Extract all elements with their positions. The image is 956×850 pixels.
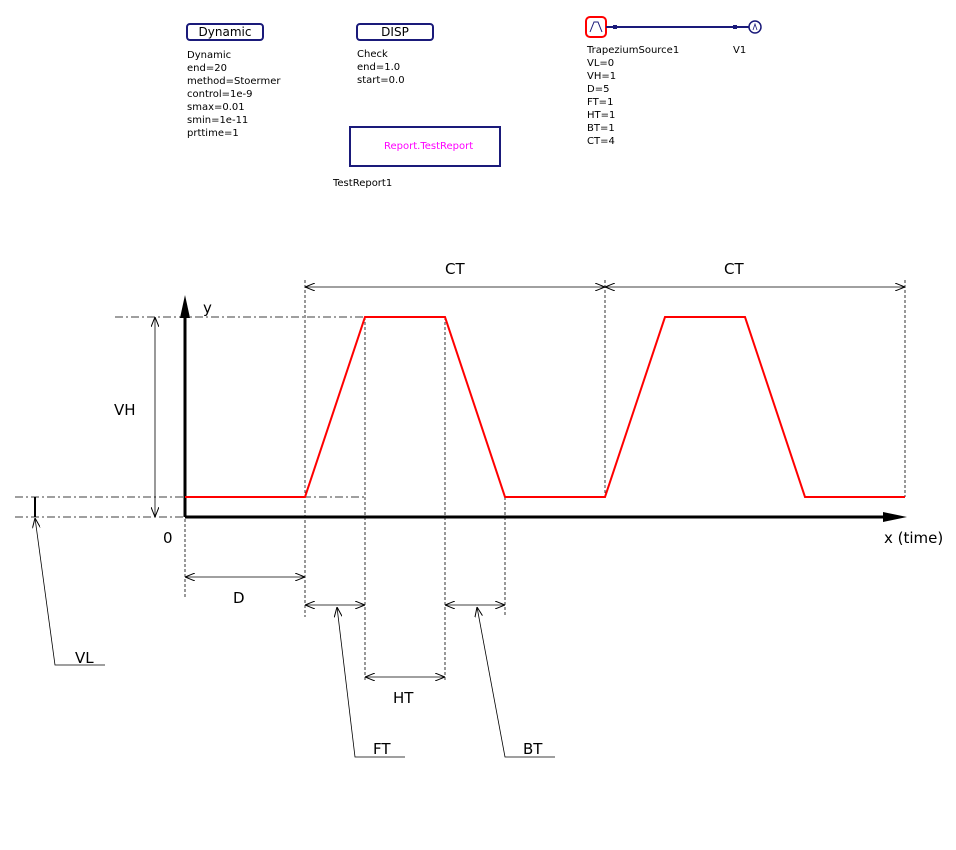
trapezium-params: TrapeziumSource1 VL=0 VH=1 D=5 FT=1 HT=1… [587,44,679,148]
param: Check [357,49,388,60]
param: method=Stoermer [187,76,281,87]
disp-block[interactable]: DISP [356,23,434,41]
dynamic-params: Dynamic end=20 method=Stoermer control=1… [187,49,280,140]
vertical-guides [184,280,906,682]
ft-leader [337,607,405,758]
param: end=20 [187,63,227,74]
ht-label: HT [393,689,414,707]
vl-label: VL [75,649,94,667]
y-axis-label: y [203,299,212,317]
disp-params: Check end=1.0 start=0.0 [357,48,405,87]
param: control=1e-9 [187,89,253,100]
param: smin=1e-11 [187,115,249,126]
ft-label: FT [373,740,391,758]
x-axis-label: x (time) [884,529,943,547]
origin-label: 0 [163,529,173,547]
param: Dynamic [187,50,232,61]
param: end=1.0 [357,62,401,73]
bt-leader [477,607,555,758]
report-name: TestReport1 [333,178,393,189]
ct2-label: CT [724,260,744,278]
trapezium-signal [185,316,905,498]
param: smax=0.01 [187,102,245,113]
report-block[interactable]: Report.TestReport [349,126,501,167]
port-icon [733,25,737,29]
voltmeter-name: V1 [733,45,747,56]
vh-label: VH [114,401,136,419]
trapezium-name: TrapeziumSource1 [587,45,680,56]
param: prttime=1 [187,128,239,139]
y-axis [180,295,190,517]
guide-lines [15,316,365,518]
param: FT=1 [587,97,614,108]
dynamic-block[interactable]: Dynamic [186,23,264,41]
d-label: D [233,589,245,607]
trapezium-source-icon[interactable] [585,16,607,38]
ct1-label: CT [445,260,465,278]
bt-label: BT [523,740,543,758]
param: D=5 [587,84,610,95]
param: VH=1 [587,71,617,82]
x-axis [185,512,907,522]
param: CT=4 [587,136,615,147]
vl-leader [35,518,105,666]
param: VL=0 [587,58,615,69]
port-icon [613,25,617,29]
param: BT=1 [587,123,615,134]
param: HT=1 [587,110,616,121]
voltmeter-icon[interactable] [748,20,762,34]
param: start=0.0 [357,75,405,86]
